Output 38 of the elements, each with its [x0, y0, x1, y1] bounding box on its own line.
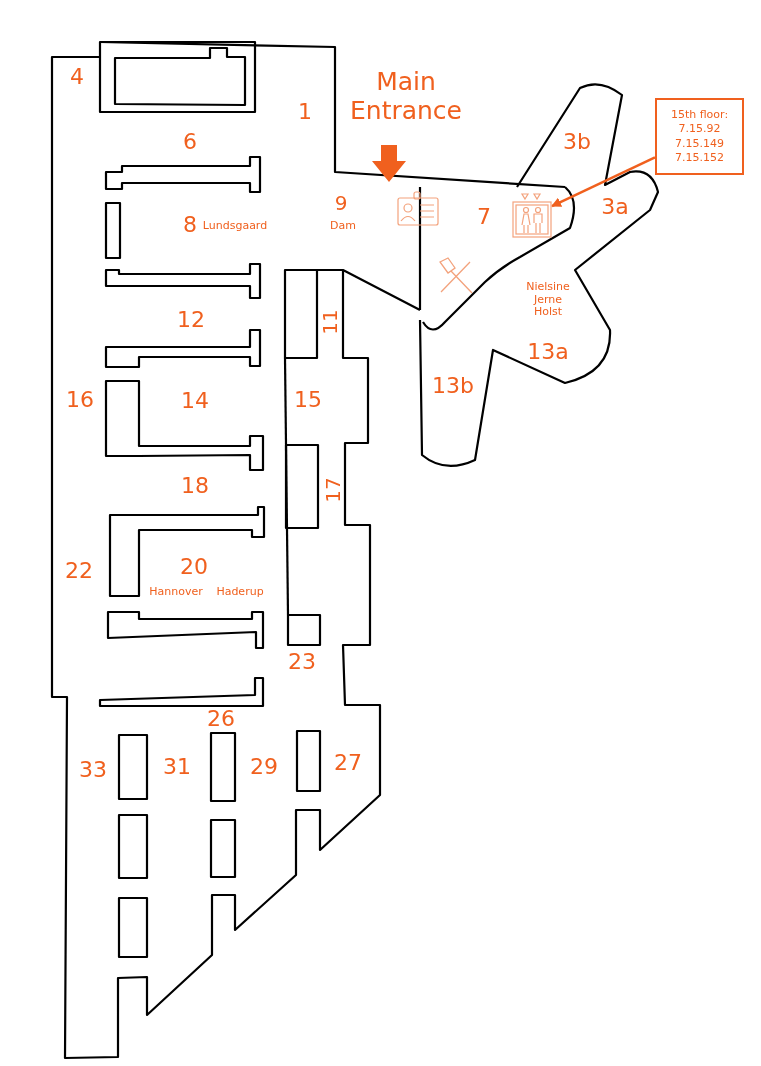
room-number: 6: [183, 129, 197, 155]
room-name: Nielsine Jerne Holst: [525, 281, 571, 319]
room-number: 7: [477, 204, 491, 230]
room-number: 16: [66, 387, 94, 413]
room-number: 8: [183, 212, 197, 238]
callout-text: 15th floor:: [670, 107, 729, 123]
room-number: 20: [180, 554, 208, 580]
room-number: 22: [65, 558, 93, 584]
room-number: 31: [163, 754, 191, 780]
room-number: 17: [321, 477, 345, 503]
room-number: 3b: [563, 129, 591, 155]
room-number: 15: [294, 387, 322, 413]
room-name: Lundsgaard: [202, 219, 268, 233]
room-number: 9: [334, 191, 348, 215]
callout-text: 7.15.92: [678, 122, 721, 137]
room-number: 26: [207, 706, 235, 732]
room-number: 12: [177, 307, 205, 333]
room-number: 18: [181, 473, 209, 499]
room-number: 11: [318, 309, 342, 335]
room-number: 1: [298, 99, 312, 125]
room-name: Haderup: [216, 585, 264, 599]
callout-text: 7.15.149: [675, 136, 724, 151]
arrow: [551, 156, 656, 208]
room-name: Dam: [330, 219, 356, 233]
elevator-icon: [512, 193, 552, 238]
room-number: 23: [288, 649, 316, 675]
room-number: 4: [70, 64, 84, 90]
callout-box: [655, 98, 744, 175]
room-number: 33: [79, 757, 107, 783]
room-number: 27: [334, 750, 362, 776]
room-number: 13b: [432, 373, 474, 399]
room-name: Hannover: [149, 585, 203, 599]
room-number: 14: [181, 388, 209, 414]
room-number: 29: [250, 754, 278, 780]
room-number: 13a: [527, 339, 569, 365]
callout-text: 7.15.152: [675, 150, 724, 166]
room-number: 3a: [601, 194, 629, 220]
entrance-label: Main Entrance: [349, 68, 463, 126]
